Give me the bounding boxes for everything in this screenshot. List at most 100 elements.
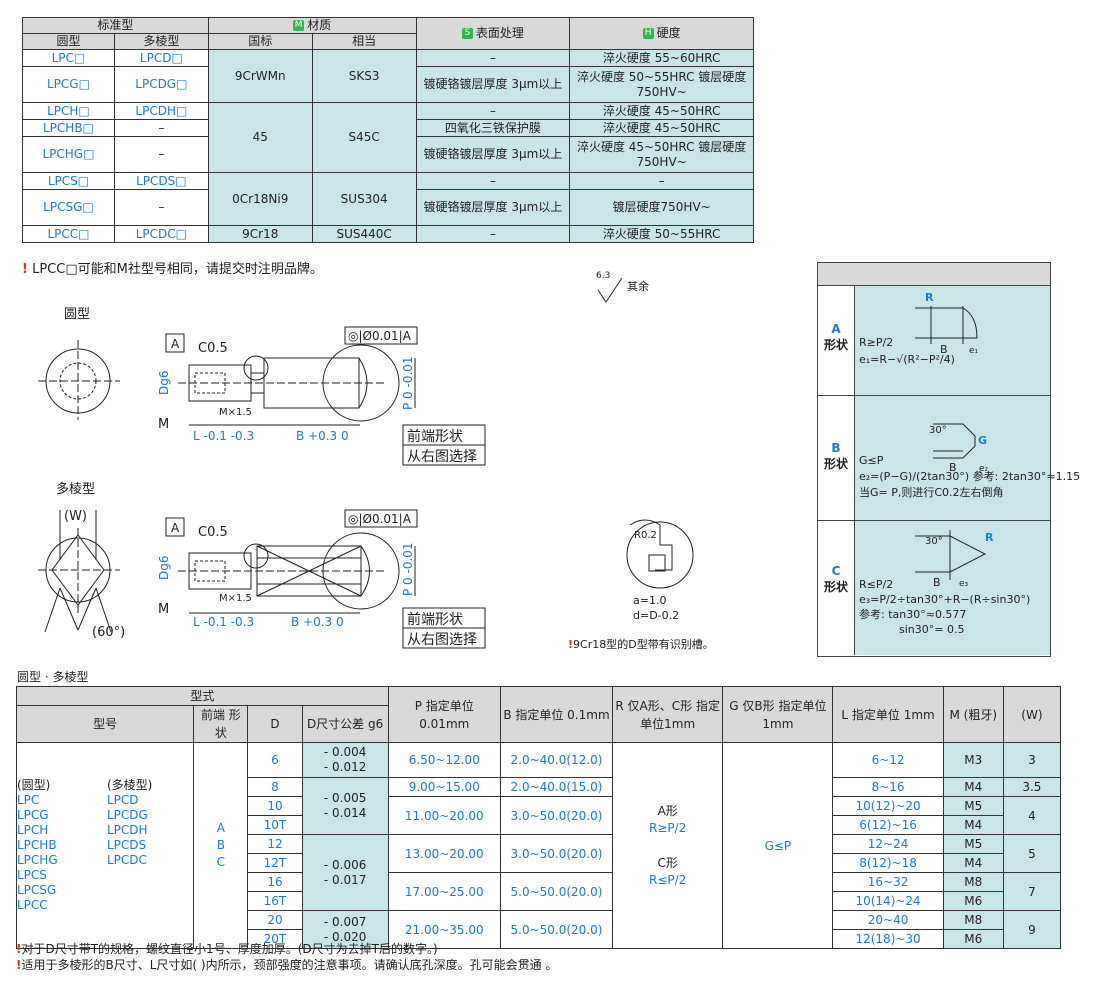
hardness: 淬火硬度 45~50HRC <box>569 102 754 120</box>
spec-notes: !对于D尺寸带T的规格，螺纹直径小1号、厚度加厚。(D尺寸为去掉T后的数字。) … <box>16 941 557 973</box>
header-round: 圆型 <box>22 33 115 50</box>
svg-text:e₃: e₃ <box>959 579 969 589</box>
svg-text:R: R <box>925 291 934 304</box>
model-round: LPCHB□ <box>22 119 115 137</box>
hardness: 镀层硬度750HV~ <box>569 189 754 226</box>
svg-text:30°: 30° <box>925 536 943 547</box>
spec-section-title: 圆型 · 多棱型 <box>17 670 89 684</box>
p-range: 11.00~20.00 <box>387 796 501 835</box>
m-thread: M4 <box>942 853 1004 873</box>
material-note: ! LPCC□可能和M社型号相同，请提交时注明品牌。 <box>22 262 323 277</box>
detail-r: R0.2 <box>634 530 657 541</box>
material-gb: 9CrWMn <box>207 49 313 103</box>
m-thread: M5 <box>942 834 1004 854</box>
thread-round: M×1.5 <box>219 407 252 418</box>
model-round: LPCSG□ <box>22 189 115 226</box>
round-title: 圆型 <box>64 307 91 322</box>
svg-text:G: G <box>978 434 987 447</box>
svg-text:B: B <box>949 461 957 474</box>
b-range: 2.0~40.0(15.0) <box>499 777 614 797</box>
svg-text:e₁: e₁ <box>969 346 979 356</box>
header-g: G 仅B形 指定单位1mm <box>722 686 834 743</box>
hardness: – <box>569 172 754 190</box>
hardness: 淬火硬度 45~50HRC 镀层硬度750HV~ <box>569 136 754 173</box>
b-range: 3.0~50.0(20.0) <box>499 796 614 835</box>
d-tolerance: - 0.007 - 0.020 <box>301 910 389 949</box>
d-value: 16 <box>247 872 303 892</box>
svg-text:B: B <box>933 576 941 589</box>
header-r: R 仅A形、C形 指定单位1mm <box>612 686 724 743</box>
hardness-badge-icon: H <box>642 28 654 39</box>
d-tolerance: - 0.005 - 0.014 <box>301 777 389 835</box>
model-multi: LPCDG□ <box>113 66 209 103</box>
d-value: 10T <box>247 815 303 835</box>
surface: 镀硬铬镀层厚度 3μm以上 <box>415 66 571 103</box>
w-value: 5 <box>1002 834 1062 873</box>
detail-a: a=1.0 <box>633 594 666 607</box>
roughness-label: 其余 <box>627 279 649 293</box>
hardness: 淬火硬度 45~50HRC <box>569 119 754 137</box>
surface: 四氧化三铁保护膜 <box>415 119 571 137</box>
m-thread: M4 <box>942 777 1004 797</box>
m-thread: M5 <box>942 796 1004 816</box>
l-tol-round: L -0.1 -0.3 <box>193 429 254 443</box>
l-range: 6~12 <box>832 742 944 778</box>
surface: 镀硬铬镀层厚度 3μm以上 <box>415 136 571 173</box>
surface: – <box>415 102 571 120</box>
material-gb: 9Cr18 <box>207 225 313 243</box>
thread-multi: M×1.5 <box>219 593 252 604</box>
b-tol-multi: B +0.3 0 <box>291 615 344 629</box>
header-equiv: 相当 <box>311 33 417 50</box>
warning-icon: ! <box>568 638 574 651</box>
w-value: 9 <box>1002 910 1062 949</box>
warning-icon: ! <box>22 262 28 277</box>
svg-text:30°: 30° <box>929 425 947 436</box>
material-equiv: S45C <box>311 102 417 173</box>
b-range: 2.0~40.0(12.0) <box>499 742 614 778</box>
model-multi: – <box>113 189 209 226</box>
p-range: 9.00~15.00 <box>387 777 501 797</box>
material-gb: 0Cr18Ni9 <box>207 172 313 226</box>
material-equiv: SUS304 <box>311 172 417 226</box>
d-value: 20T <box>247 929 303 949</box>
header-l: L 指定单位 1mm <box>832 686 944 743</box>
warning-icon: ! <box>16 958 22 972</box>
p-range: 21.00~35.00 <box>387 910 501 949</box>
runout-multi: ◎|Ø0.01|A <box>348 512 412 526</box>
l-range: 10(14)~24 <box>832 891 944 911</box>
warning-icon: ! <box>16 942 22 956</box>
model-round: LPCHG□ <box>22 136 115 173</box>
datum-box-round: A <box>171 337 180 351</box>
header-dtol: D尺寸公差 g6 <box>301 705 389 743</box>
multi-title: 多棱型 <box>56 482 96 497</box>
d-tolerance: - 0.006 - 0.017 <box>301 834 389 911</box>
header-form: 型式 <box>16 686 389 706</box>
d-value: 16T <box>247 891 303 911</box>
model-multi: LPCDS□ <box>113 172 209 190</box>
roughness-value: 6.3 <box>596 271 610 281</box>
model-round: LPCS□ <box>22 172 115 190</box>
hardness: 淬火硬度 55~60HRC <box>569 49 754 67</box>
header-b: B 指定单位 0.1mm <box>499 686 614 743</box>
m-thread: M3 <box>942 742 1004 778</box>
l-range: 8(12)~18 <box>832 853 944 873</box>
header-gb: 国标 <box>207 33 313 50</box>
header-standard: 标准型 <box>22 17 209 34</box>
header-w: (W) <box>1002 686 1062 743</box>
model-round: LPCG□ <box>22 66 115 103</box>
chamfer-multi: C0.5 <box>198 525 228 540</box>
m-thread: M4 <box>942 815 1004 835</box>
dg6-round: Dg6 <box>157 371 171 396</box>
spec-note-1: !对于D尺寸带T的规格，螺纹直径小1号、厚度加厚。(D尺寸为去掉T后的数字。) <box>16 942 438 956</box>
l-range: 6(12)~16 <box>832 815 944 835</box>
front-shape-round: 前端形状 <box>407 428 463 445</box>
